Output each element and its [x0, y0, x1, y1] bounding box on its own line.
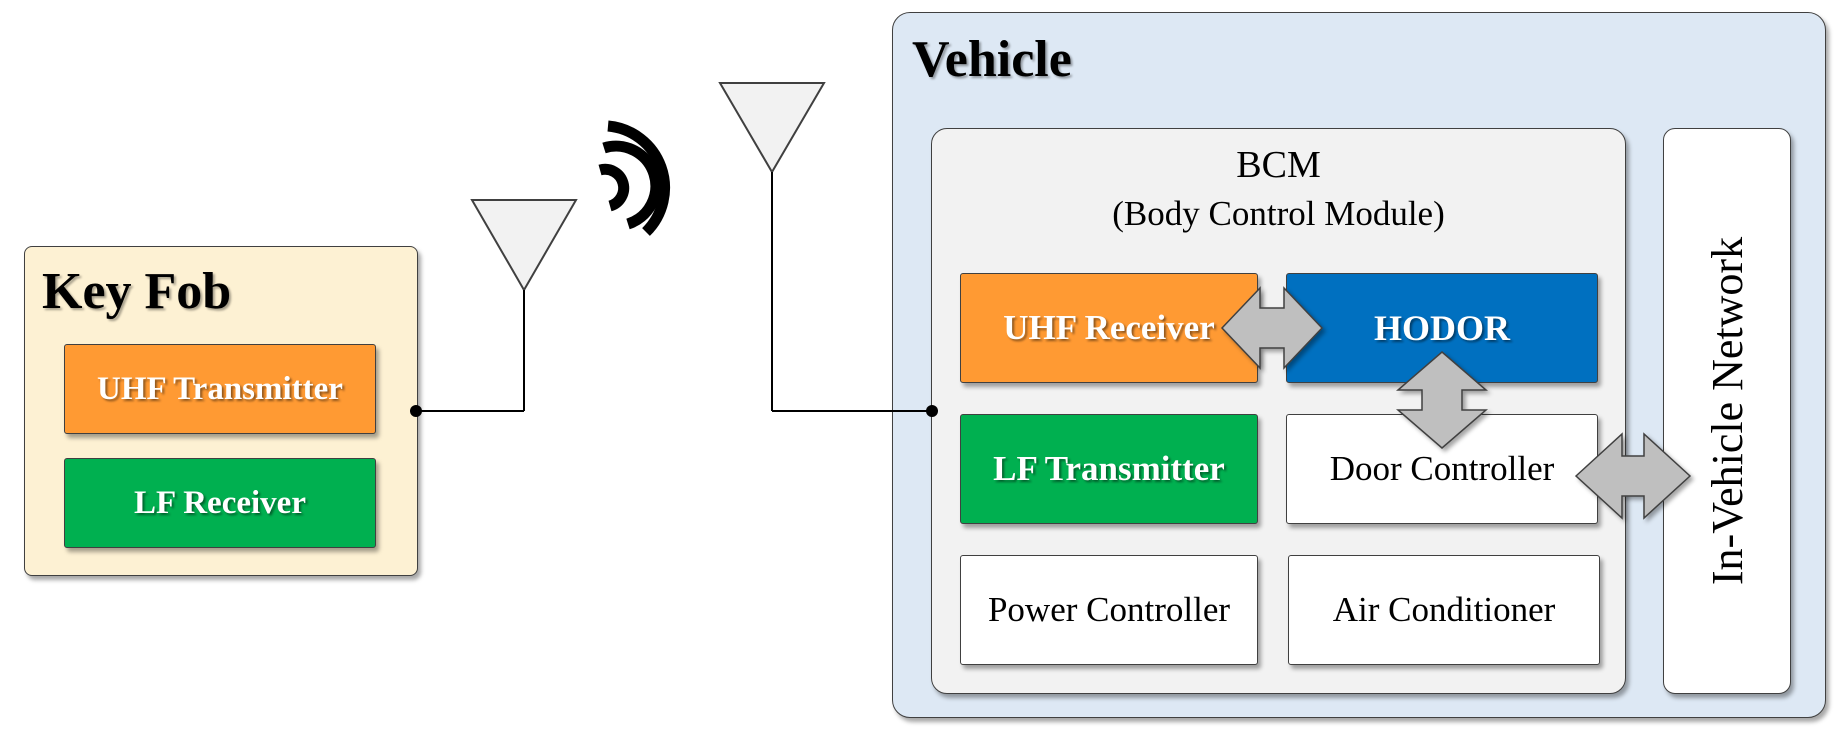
wireless-signal-icon [598, 120, 671, 236]
air-conditioner-block: Air Conditioner [1288, 555, 1600, 665]
power-controller-block: Power Controller [960, 555, 1258, 665]
lf-receiver-block: LF Receiver [64, 458, 376, 548]
uhf-transmitter-block: UHF Transmitter [64, 344, 376, 434]
vehicle-title: Vehicle [912, 31, 1072, 88]
in-vehicle-network-bar [1663, 128, 1791, 694]
uhf-hodor-arrow-icon [1220, 286, 1324, 370]
hodor-block: HODOR [1286, 273, 1598, 383]
key-fob-antenna-icon [410, 199, 578, 417]
door-network-arrow-icon [1574, 432, 1692, 520]
vehicle-antenna-icon [718, 82, 938, 417]
uhf-receiver-block: UHF Receiver [960, 273, 1258, 383]
bcm-title: BCM [1236, 144, 1321, 186]
hodor-door-arrow-icon [1395, 351, 1489, 449]
lf-transmitter-block: LF Transmitter [960, 414, 1258, 524]
bcm-subtitle: (Body Control Module) [1112, 194, 1445, 233]
key-fob-title: Key Fob [42, 263, 232, 320]
